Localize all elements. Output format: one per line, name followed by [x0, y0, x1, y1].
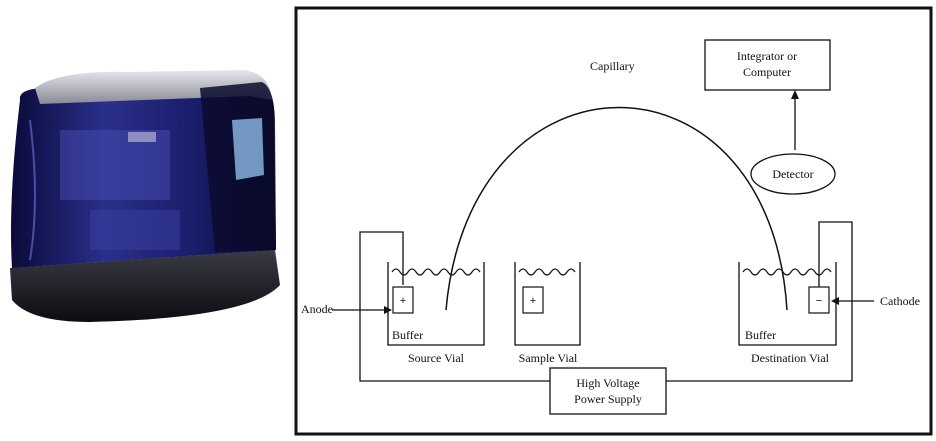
integrator-label-line1: Integrator or [737, 49, 797, 63]
integrator-label-line2: Computer [743, 65, 791, 79]
instrument-photo [0, 0, 290, 441]
cathode-label: Cathode [880, 294, 920, 308]
capillary-label: Capillary [590, 59, 635, 73]
power-supply-line1: High Voltage [576, 376, 639, 390]
power-supply-line2: Power Supply [574, 392, 642, 406]
source-vial-label: Source Vial [408, 351, 465, 365]
power-supply-box [550, 368, 666, 414]
anode-plus-symbol: + [400, 295, 406, 307]
ce-schematic: Capillary Integrator or Computer Detecto… [294, 6, 933, 436]
cathode-minus-symbol: − [816, 295, 822, 307]
anode-label: Anode [301, 302, 333, 316]
buffer-right-label: Buffer [745, 328, 776, 342]
buffer-left-label: Buffer [392, 328, 423, 342]
detector-label: Detector [772, 167, 813, 181]
destination-vial-label: Destination Vial [751, 351, 830, 365]
sample-vial-label: Sample Vial [519, 351, 578, 365]
sample-plus-symbol: + [530, 295, 536, 307]
instrument-body [10, 70, 280, 322]
